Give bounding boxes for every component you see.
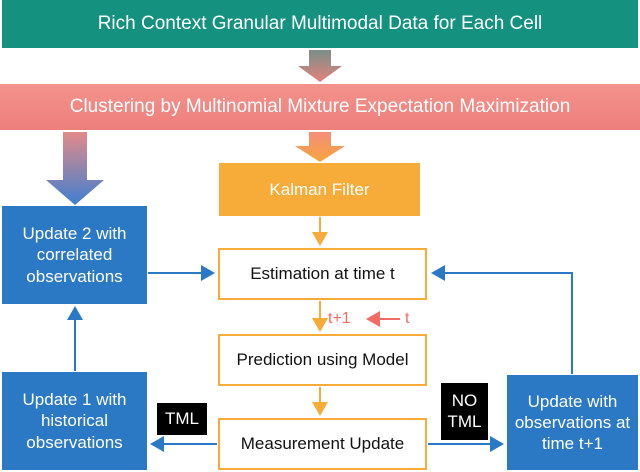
update1-box: Update 1 with historical observations [2, 372, 147, 470]
update-t1-box: Update with observations at time t+1 [507, 375, 638, 470]
data-source-bar: Rich Context Granular Multimodal Data fo… [2, 0, 638, 48]
tml-tag: TML [157, 403, 207, 435]
clustering-to-update2-arrow [46, 132, 104, 205]
measurement-update-box: Measurement Update [218, 418, 427, 470]
kalman-filter-box: Kalman Filter [219, 163, 420, 216]
clustering-bar: Clustering by Multinomial Mixture Expect… [0, 84, 640, 130]
prediction-box: Prediction using Model [218, 334, 427, 386]
update-t1-to-estimation-arrow [431, 265, 573, 374]
no-tml-tag: NO TML [441, 383, 488, 440]
data-to-clustering-arrow [298, 50, 342, 82]
time-next-label: t+1 [328, 310, 351, 327]
estimation-box: Estimation at time t [218, 248, 427, 300]
clustering-to-kalman-arrow [295, 132, 345, 162]
update2-box: Update 2 with correlated observations [2, 206, 147, 304]
time-now-label: t [405, 310, 410, 327]
